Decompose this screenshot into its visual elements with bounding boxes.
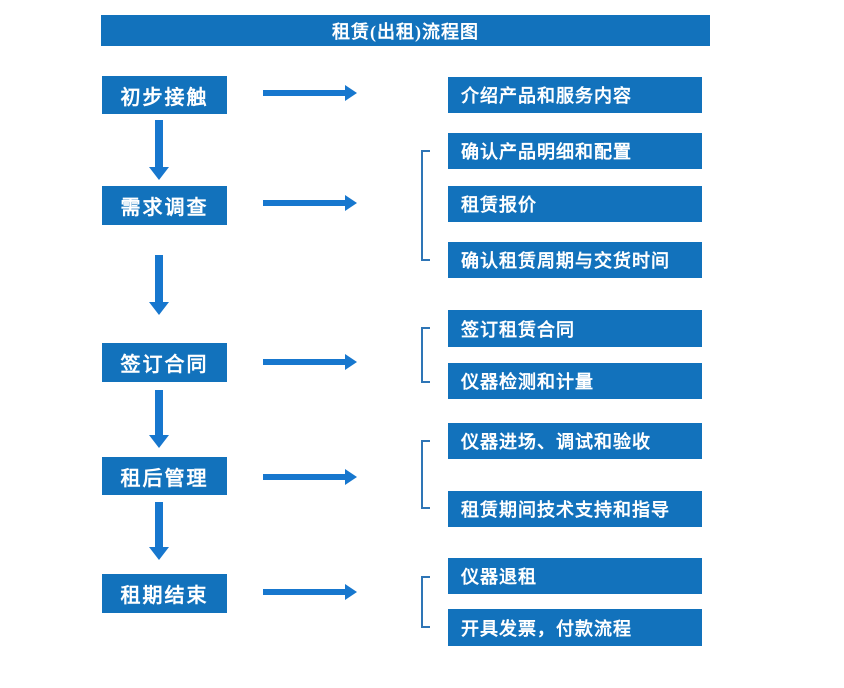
detail-box-instrument-return: 仪器退租 (448, 558, 702, 594)
detail-box-rental-quote: 租赁报价 (448, 186, 702, 222)
stage-box-sign-contract: 签订合同 (102, 343, 227, 382)
group-bracket (421, 150, 430, 261)
down-arrow-icon (149, 390, 169, 448)
group-bracket (421, 327, 430, 383)
detail-box-instrument-setup: 仪器进场、调试和验收 (448, 423, 702, 459)
stage-box-post-rental-management: 租后管理 (102, 457, 227, 495)
arrow-head (149, 167, 169, 180)
arrow-shaft (263, 359, 346, 365)
down-arrow-icon (149, 502, 169, 560)
arrow-head (345, 584, 357, 600)
right-arrow-icon (263, 468, 357, 486)
detail-box-instrument-calibration: 仪器检测和计量 (448, 363, 702, 399)
arrow-shaft (263, 589, 346, 595)
stage-box-initial-contact: 初步接触 (102, 76, 227, 114)
group-bracket (421, 576, 430, 628)
arrow-head (345, 354, 357, 370)
arrow-shaft (155, 502, 163, 548)
detail-box-sign-rental-contract: 签订租赁合同 (448, 310, 702, 347)
right-arrow-icon (263, 353, 357, 371)
arrow-shaft (263, 90, 346, 96)
down-arrow-icon (149, 255, 169, 315)
detail-box-intro-products: 介绍产品和服务内容 (448, 77, 702, 113)
down-arrow-icon (149, 120, 169, 180)
arrow-shaft (263, 474, 346, 480)
arrow-shaft (155, 120, 163, 168)
flowchart-title: 租赁(出租)流程图 (101, 15, 710, 46)
group-bracket (421, 440, 430, 509)
arrow-head (345, 85, 357, 101)
detail-box-confirm-config: 确认产品明细和配置 (448, 133, 702, 169)
arrow-head (345, 195, 357, 211)
right-arrow-icon (263, 194, 357, 212)
detail-box-confirm-period: 确认租赁周期与交货时间 (448, 242, 702, 278)
stage-box-rental-end: 租期结束 (102, 574, 227, 613)
arrow-head (149, 435, 169, 448)
arrow-shaft (155, 390, 163, 436)
stage-box-needs-survey: 需求调查 (102, 186, 227, 225)
right-arrow-icon (263, 583, 357, 601)
detail-box-tech-support: 租赁期间技术支持和指导 (448, 491, 702, 527)
arrow-shaft (155, 255, 163, 303)
arrow-shaft (263, 200, 346, 206)
right-arrow-icon (263, 84, 357, 102)
arrow-head (149, 302, 169, 315)
arrow-head (345, 469, 357, 485)
detail-box-invoice-payment: 开具发票，付款流程 (448, 609, 702, 646)
arrow-head (149, 547, 169, 560)
